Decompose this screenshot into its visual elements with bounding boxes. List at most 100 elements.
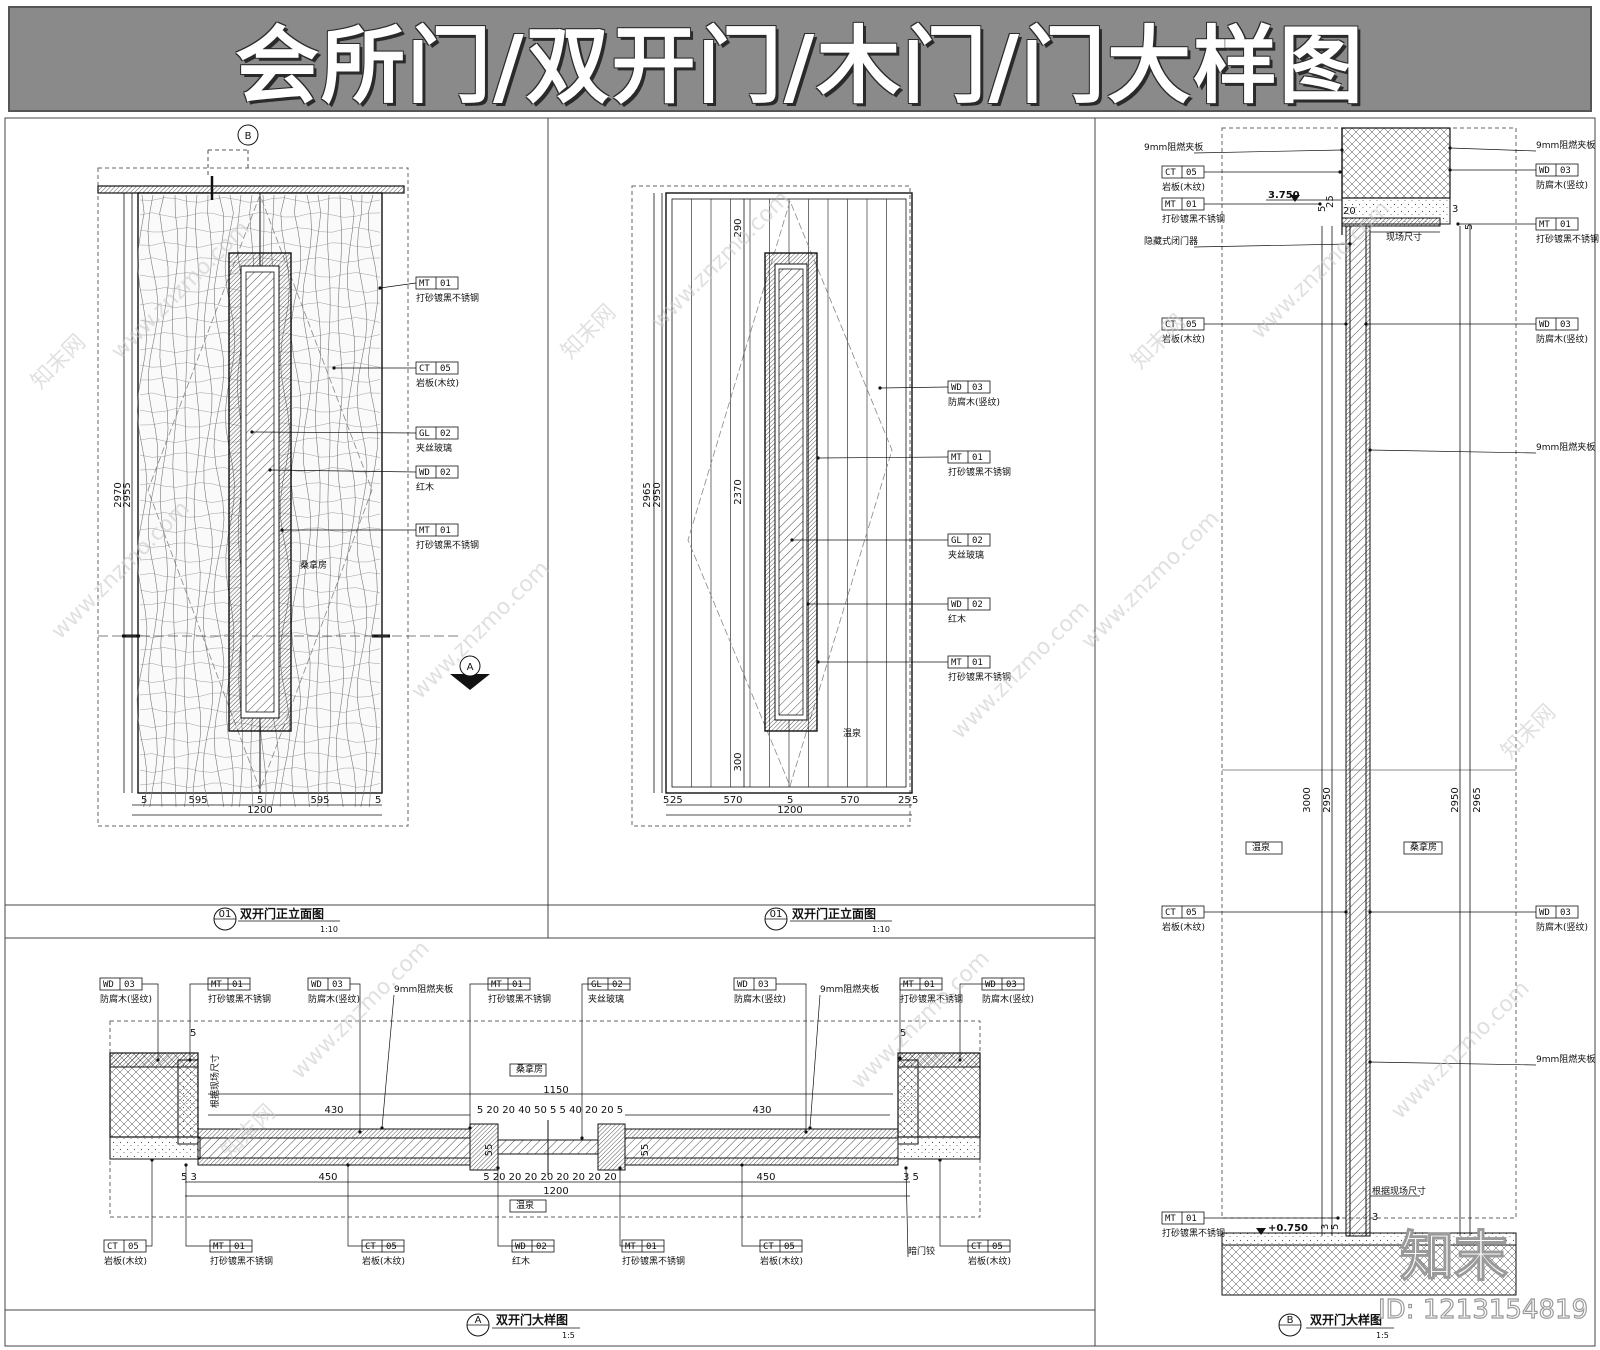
note-text: 9mm阻燃夹板 xyxy=(394,983,453,995)
tag-number: 01 xyxy=(440,279,451,289)
tag-code: CT xyxy=(763,1242,774,1252)
tag-number: 03 xyxy=(1560,166,1571,176)
b-level-top: 3.750 xyxy=(1268,190,1300,201)
b-dim-3b: 3 xyxy=(1372,1212,1378,1223)
e1-dim-w5: 5 xyxy=(375,795,381,806)
b-note-site2: 根据现场尺寸 xyxy=(1372,1185,1426,1197)
e2-dim-v2: 2370 xyxy=(733,479,744,504)
note-text: 9mm阻燃夹板 xyxy=(820,983,879,995)
tag-number: 03 xyxy=(332,980,343,990)
tag-code: WD xyxy=(737,980,748,990)
tag-code: MT xyxy=(903,980,914,990)
tag-label: 打砂镀黑不锈钢 xyxy=(208,993,271,1005)
tag-code: WD xyxy=(311,980,322,990)
tag-code: WD xyxy=(951,383,962,393)
watermark-7: www.znzmo.com xyxy=(947,596,1095,744)
e1-dim-w3: 5 xyxy=(257,795,263,806)
view-a-scale: 1:5 xyxy=(562,1331,575,1340)
e2-dim-w3: 570 xyxy=(723,795,742,806)
watermark-15: www.znzmo.com xyxy=(1387,976,1535,1124)
view-title-detail-b: B 双开门大样图 1:5 xyxy=(1278,1312,1394,1340)
tag-code: WD xyxy=(985,980,996,990)
tag-number: 05 xyxy=(128,1242,139,1252)
tag-code: MT xyxy=(491,980,502,990)
tag-code: WD xyxy=(1539,908,1550,918)
tag-label: 防腐木(竖纹) xyxy=(1536,921,1588,933)
tag-number: 01 xyxy=(1560,220,1571,230)
a-dim-53: 5 3 xyxy=(181,1172,197,1183)
tag-label: 岩板(木纹) xyxy=(1162,181,1205,193)
e1-dim-total: 1200 xyxy=(247,805,272,816)
tag-number: 05 xyxy=(386,1242,397,1252)
tag-number: 03 xyxy=(972,383,983,393)
a-room-top: 桑拿房 xyxy=(516,1063,543,1075)
tag-number: 02 xyxy=(972,600,983,610)
tag-code: MT xyxy=(625,1242,636,1252)
watermark-6: www.znzmo.com xyxy=(407,556,555,704)
tag-code: CT xyxy=(365,1242,376,1252)
tag-number: 05 xyxy=(1186,908,1197,918)
tag-number: 05 xyxy=(1186,320,1197,330)
tag-code: MT xyxy=(213,1242,224,1252)
tag-number: 01 xyxy=(972,453,983,463)
e2-dim-h-outer: 2965 xyxy=(642,482,653,507)
e2-dim-v3: 300 xyxy=(733,752,744,771)
watermark-11: 知末网 xyxy=(1497,700,1561,764)
tag-code: WD xyxy=(515,1242,526,1252)
note-a-t4: 9mm阻燃夹板 xyxy=(380,983,453,1130)
a-dim-35: 3 5 xyxy=(903,1172,919,1183)
a-dim-1150: 1150 xyxy=(543,1085,568,1096)
b-level-bottom: +0.750 xyxy=(1268,1223,1308,1234)
a-room-bottom: 温泉 xyxy=(516,1199,534,1211)
b-dim-3: 3 xyxy=(1452,204,1458,215)
tag-label: 打砂镀黑不锈钢 xyxy=(900,993,963,1005)
tag-code: CT xyxy=(1165,320,1176,330)
view-elev1-scale: 1:10 xyxy=(320,925,338,934)
e2-dim-w7: 5 xyxy=(912,795,918,806)
elevation-2-view: 2965 2950 290 2370 300 5 25 570 5 570 25… xyxy=(631,185,918,827)
drawing-title: 会所门/双开门/木门/门大样图 xyxy=(234,16,1366,115)
e1-dim-w1: 5 xyxy=(141,795,147,806)
tag-label: 防腐木(竖纹) xyxy=(734,993,786,1005)
tag-label: 岩板(木纹) xyxy=(104,1255,147,1267)
tag-label: 打砂镀黑不锈钢 xyxy=(416,539,479,551)
view-elev1-title: 双开门正立面图 xyxy=(240,906,324,921)
e2-room-label: 温泉 xyxy=(843,727,861,739)
a-dim-55b: 55 xyxy=(640,1144,651,1157)
note-b-l1: 9mm阻燃夹板 xyxy=(1144,141,1344,154)
note-text: 暗门铰 xyxy=(908,1245,935,1257)
tag-code: MT xyxy=(419,526,430,536)
tag-label: 防腐木(竖纹) xyxy=(982,993,1034,1005)
tag-number: 01 xyxy=(646,1242,657,1252)
tag-label: 夹丝玻璃 xyxy=(416,442,452,454)
tag-code: CT xyxy=(419,364,430,374)
tag-label: 岩板(木纹) xyxy=(416,377,459,389)
e2-dim-w6: 25 xyxy=(898,795,911,806)
brand-id: ID: 1213154819 xyxy=(1378,1295,1588,1325)
tag-label: 打砂镀黑不锈钢 xyxy=(1162,213,1225,225)
tag-number: 03 xyxy=(758,980,769,990)
tag-code: MT xyxy=(951,658,962,668)
watermark-9: www.znzmo.com xyxy=(1247,196,1395,344)
note-b-r7: 9mm阻燃夹板 xyxy=(1368,1053,1595,1066)
tag-code: GL xyxy=(951,536,962,546)
a-dim-55a: 55 xyxy=(484,1144,495,1157)
tag-label: 夹丝玻璃 xyxy=(588,993,624,1005)
tag-label: 岩板(木纹) xyxy=(362,1255,405,1267)
